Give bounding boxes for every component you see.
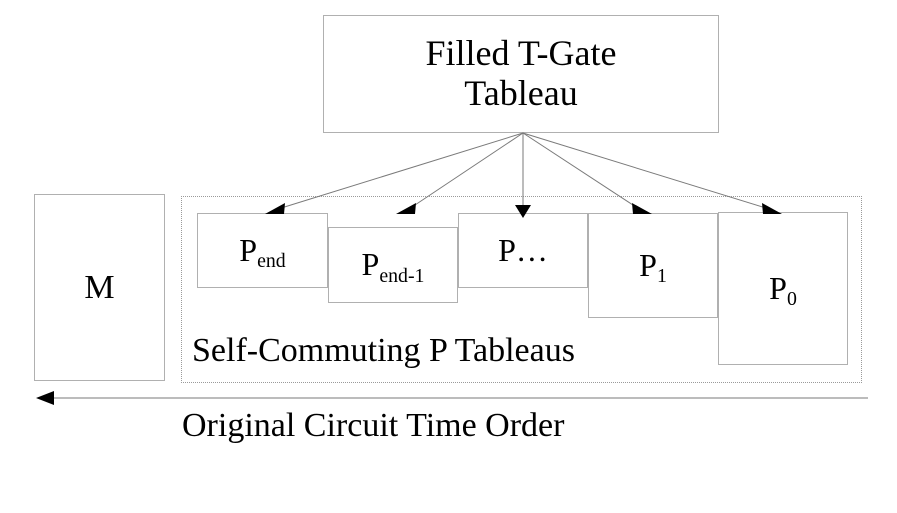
- p-end-base: P: [239, 231, 258, 268]
- p-tableau-box-1[interactable]: P1: [588, 213, 718, 318]
- p-end-minus-1-label: Pend-1: [361, 246, 425, 287]
- p-end-minus-1-base: P: [361, 246, 380, 283]
- memory-box-label: M: [84, 268, 115, 306]
- p-0-label: P0: [769, 269, 797, 310]
- memory-tableau-box[interactable]: M: [34, 194, 165, 381]
- p-0-base: P: [769, 269, 787, 306]
- p-tableau-box-ellipsis[interactable]: P…: [458, 213, 588, 288]
- p-tableau-box-end[interactable]: Pend: [197, 213, 328, 288]
- p-ellipsis-label: P…: [498, 231, 548, 268]
- self-commuting-p-tableaus-label: Self-Commuting P Tableaus: [192, 332, 575, 369]
- p-0-subscript: 0: [786, 288, 797, 311]
- p-tableau-box-end-minus-1[interactable]: Pend-1: [328, 227, 458, 303]
- title-box-line-1: Filled T-Gate: [425, 33, 617, 74]
- original-circuit-time-order-label: Original Circuit Time Order: [182, 407, 565, 444]
- p-end-minus-1-subscript: end-1: [379, 264, 425, 287]
- time-order-arrowhead-left: [36, 391, 54, 405]
- p-1-base: P: [639, 246, 657, 283]
- filled-t-gate-tableau-box[interactable]: Filled T-Gate Tableau: [323, 15, 719, 133]
- p-tableau-box-0[interactable]: P0: [718, 212, 848, 365]
- p-end-label: Pend: [239, 231, 285, 272]
- title-box-line-2: Tableau: [464, 73, 578, 113]
- p-1-label: P1: [639, 246, 667, 287]
- p-1-subscript: 1: [656, 265, 667, 288]
- p-end-subscript: end: [257, 250, 286, 273]
